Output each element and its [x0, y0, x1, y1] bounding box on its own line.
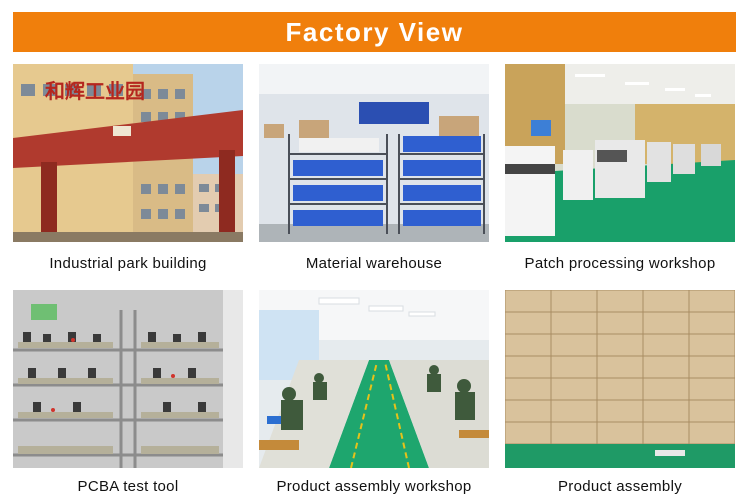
- pcba-test-tool-image: [13, 290, 243, 468]
- assembly-workshop-photo: [259, 290, 489, 468]
- photo-caption: PCBA test tool: [77, 478, 179, 495]
- product-assembly-photo: [505, 290, 735, 468]
- photo-caption: Material warehouse: [305, 255, 443, 272]
- industrial-park-image: 和辉工业园: [13, 64, 243, 242]
- patch-workshop-photo: [505, 64, 735, 242]
- industrial-park-photo: 和辉工业园: [13, 64, 243, 242]
- material-warehouse-photo: [259, 64, 489, 242]
- photo-caption: Product assembly: [557, 478, 683, 495]
- material-warehouse-image: [259, 64, 489, 242]
- photo-caption: Industrial park building: [49, 255, 207, 272]
- assembly-workshop-image: [259, 290, 489, 468]
- page-title-banner: Factory View: [13, 12, 736, 52]
- page-title: Factory View: [285, 16, 464, 47]
- gate-sign-text: 和辉工业园: [45, 79, 145, 103]
- photo-caption: Product assembly workshop: [276, 478, 472, 495]
- photo-caption: Patch processing workshop: [524, 255, 716, 272]
- product-assembly-image: [505, 290, 735, 468]
- pcba-test-tool-photo: [13, 290, 243, 468]
- patch-workshop-image: [505, 64, 735, 242]
